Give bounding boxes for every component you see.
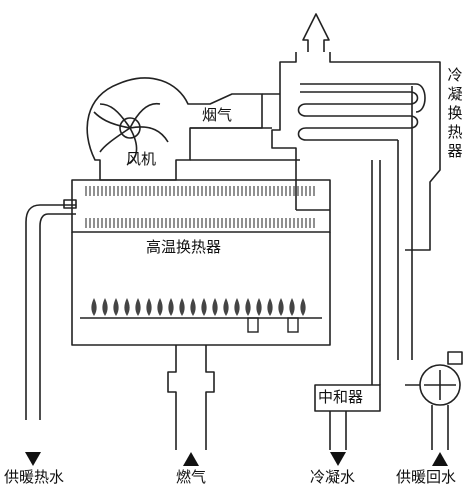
condensing-exchanger-label: 冷 凝 换 热 器: [447, 66, 463, 160]
gas-pipe: [167, 345, 215, 450]
fan-wheel: [119, 117, 141, 139]
supply-pipe: [25, 204, 76, 420]
gas-nozzles: [247, 317, 299, 333]
flue-gas-label: 烟气: [202, 106, 233, 124]
exchanger-fins-top: [85, 186, 315, 196]
condensate-down-arrow: [330, 452, 346, 466]
supply-down-arrow: [25, 452, 41, 466]
exchanger-fins-bottom: [85, 218, 315, 228]
exhaust-arrow: [302, 13, 330, 52]
supply-fitting: [63, 199, 77, 209]
heating-supply-label: 供暖热水: [4, 468, 65, 486]
fan-blades: [93, 102, 169, 165]
high-temp-exchanger-label: 高温换热器: [146, 238, 222, 256]
gas-label: 燃气: [176, 468, 207, 486]
gas-up-arrow: [183, 452, 199, 466]
fan-label: 风机: [126, 150, 157, 168]
neutralizer-label: 中和器: [318, 388, 364, 406]
return-pipe: [397, 86, 413, 360]
burner-chamber: [71, 232, 331, 346]
condensate-label: 冷凝水: [310, 468, 356, 486]
flue-duct: [190, 93, 300, 161]
neutralizer-box: [314, 384, 381, 412]
flue-hood: [271, 52, 441, 251]
heat-exchanger-box: [71, 179, 331, 233]
heating-return-label: 供暖回水: [396, 468, 457, 486]
condensing-coil: [297, 83, 426, 141]
condensate-pipe: [296, 160, 381, 385]
return-up-arrow: [432, 452, 448, 466]
fan-housing: [86, 77, 263, 181]
burner-flames: [91, 298, 306, 316]
